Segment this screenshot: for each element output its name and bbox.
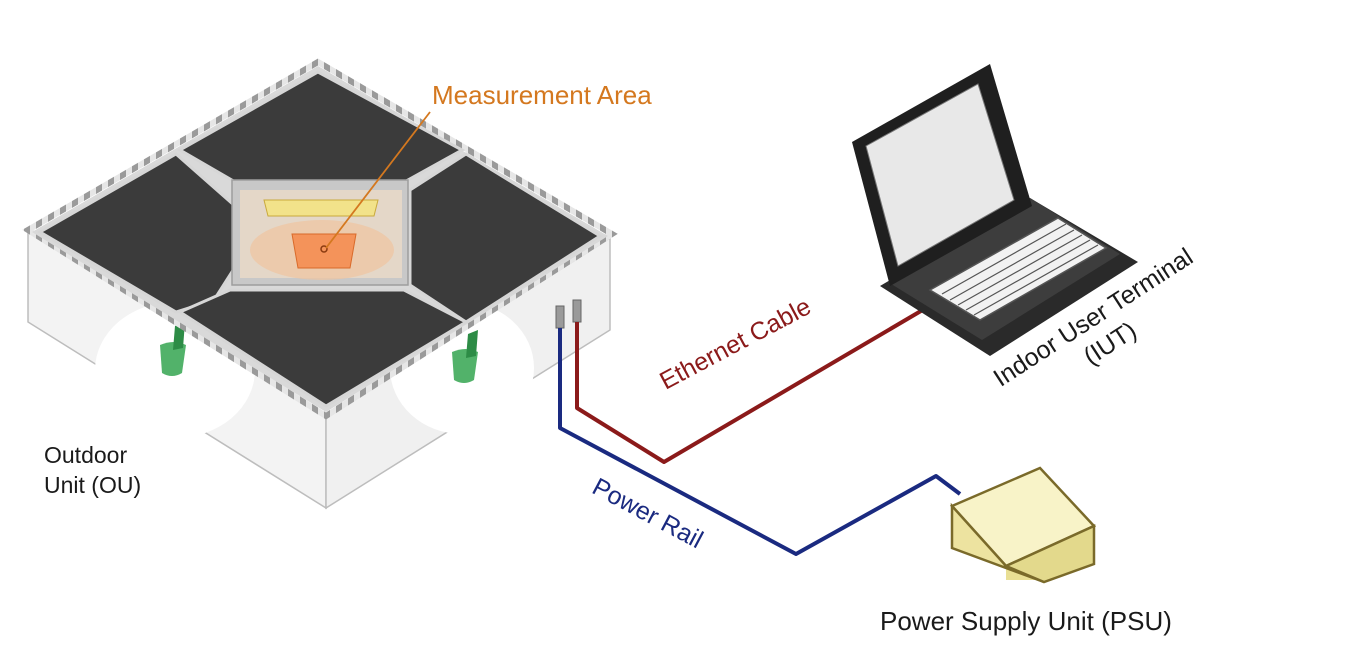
measurement-area-label: Measurement Area	[432, 80, 652, 110]
ou-top-edge	[22, 58, 618, 420]
ethernet-cable	[575, 306, 928, 464]
measurement-point	[320, 245, 328, 253]
psu-front-right	[1002, 524, 1096, 584]
power-supply-unit-label: Power Supply Unit (PSU)	[880, 606, 1172, 636]
laptop-icon	[852, 64, 1138, 356]
logo-icon	[452, 330, 478, 383]
outdoor-unit-label: Outdoor Unit (OU)	[44, 440, 184, 500]
measurement-area-marker	[291, 233, 357, 269]
outdoor-unit	[22, 58, 618, 510]
measurement-strip	[263, 199, 379, 217]
outdoor-unit-label-text: Outdoor Unit (OU)	[44, 442, 142, 498]
connector-post-ethernet	[572, 299, 582, 323]
laptop-screen	[865, 83, 1015, 267]
panel-east	[408, 152, 603, 324]
panel-south	[176, 288, 470, 408]
laptop-keys	[941, 223, 1099, 316]
laptop-keyboard	[928, 217, 1108, 321]
power-rail-cable	[558, 328, 962, 556]
measurement-leader-line	[325, 111, 431, 249]
psu-box-icon	[949, 466, 1097, 584]
connector-post-power	[555, 305, 565, 329]
